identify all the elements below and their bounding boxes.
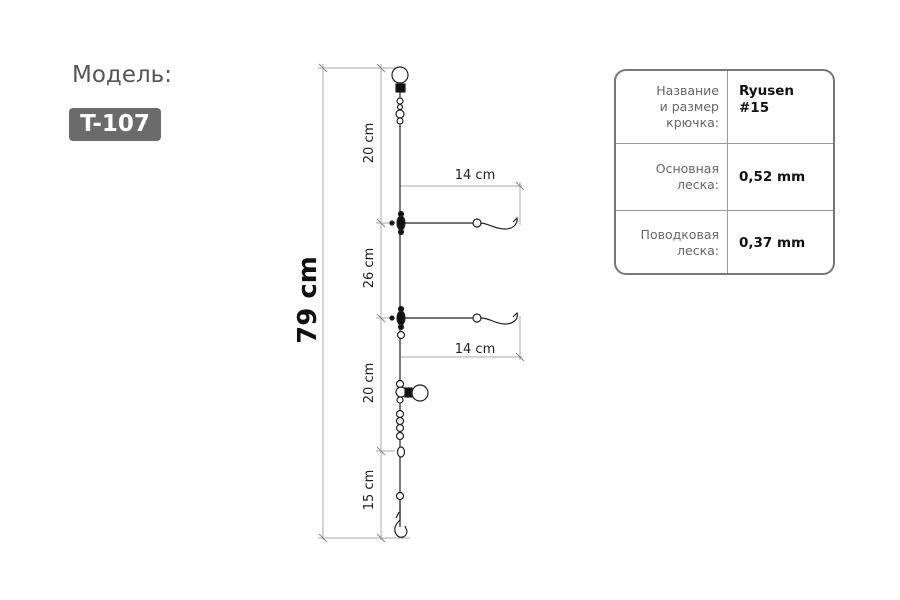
hook-icon-1 — [480, 216, 518, 230]
segment-label-1: 20 cm — [362, 123, 377, 164]
branch-bead-1 — [472, 218, 482, 228]
spec-row-hook: Название и размер крючка: Ryusen #15 — [616, 71, 833, 144]
branch-swivel-2 — [396, 310, 406, 326]
branch-bead-2 — [472, 313, 482, 323]
segment-label-2: 26 cm — [362, 248, 377, 289]
branch-swivel-1 — [396, 215, 406, 231]
hook-icon-2 — [480, 311, 518, 325]
segment-label-3: 20 cm — [362, 363, 377, 404]
spec-value: 0,52 mm — [739, 168, 806, 185]
model-code-badge: T-107 — [69, 108, 161, 141]
model-label: Модель: — [72, 62, 172, 88]
branch-length-label-2: 14 cm — [455, 342, 496, 357]
specs-table: Название и размер крючка: Ryusen #15 Осн… — [614, 69, 835, 275]
branch-length-label-1: 14 cm — [455, 168, 496, 183]
dimension-lines — [318, 63, 525, 543]
spec-value: 0,37 mm — [739, 234, 806, 251]
rig-line — [389, 66, 518, 538]
spec-row-leader-line: Поводковая леска: 0,37 mm — [616, 211, 833, 273]
spec-label: Название и размер крючка: — [656, 83, 719, 130]
spec-value: Ryusen #15 — [739, 83, 795, 116]
spec-row-main-line: Основная леска: 0,52 mm — [616, 144, 833, 211]
total-length-label: 79 cm — [293, 256, 323, 344]
spec-label: Основная леска: — [655, 161, 719, 192]
bottom-hook-icon — [394, 500, 408, 538]
segment-label-4: 15 cm — [362, 470, 377, 511]
lower-swivel-ring — [411, 384, 429, 402]
top-swivel-ring — [391, 66, 409, 84]
top-swivel-icon — [395, 83, 406, 93]
spec-label: Поводковая леска: — [640, 227, 719, 258]
